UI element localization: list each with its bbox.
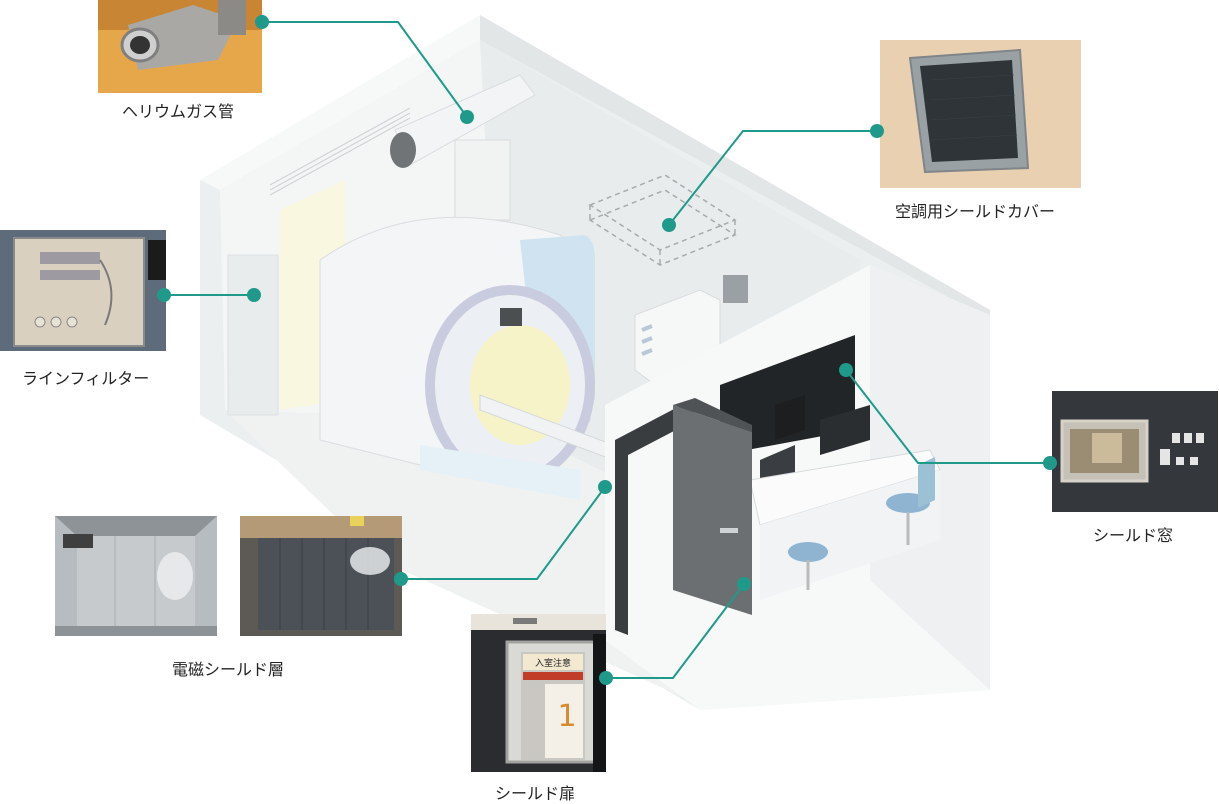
shield-window-label: シールド窓 bbox=[1093, 526, 1174, 545]
em-shield-label: 電磁シールド層 bbox=[172, 660, 285, 679]
helium-pipe-photo bbox=[98, 0, 262, 93]
ac-cover-label: 空調用シールドカバー bbox=[895, 202, 1056, 221]
line-filter-photo bbox=[0, 230, 166, 351]
shield-door-label: シールド扉 bbox=[495, 784, 576, 803]
shield-door-photo: 入室注意 1 bbox=[471, 614, 606, 772]
shield-window-photo bbox=[1052, 391, 1218, 512]
em-shield-photo-2 bbox=[240, 516, 402, 636]
line-filter-label: ラインフィルター bbox=[22, 369, 150, 388]
door-sign-title: 入室注意 bbox=[535, 657, 571, 669]
helium-pipe-label: ヘリウムガス管 bbox=[122, 102, 235, 121]
door-sign-number: 1 bbox=[557, 699, 576, 734]
em-shield-photo-1 bbox=[55, 516, 217, 636]
ac-cover-photo bbox=[880, 40, 1081, 188]
